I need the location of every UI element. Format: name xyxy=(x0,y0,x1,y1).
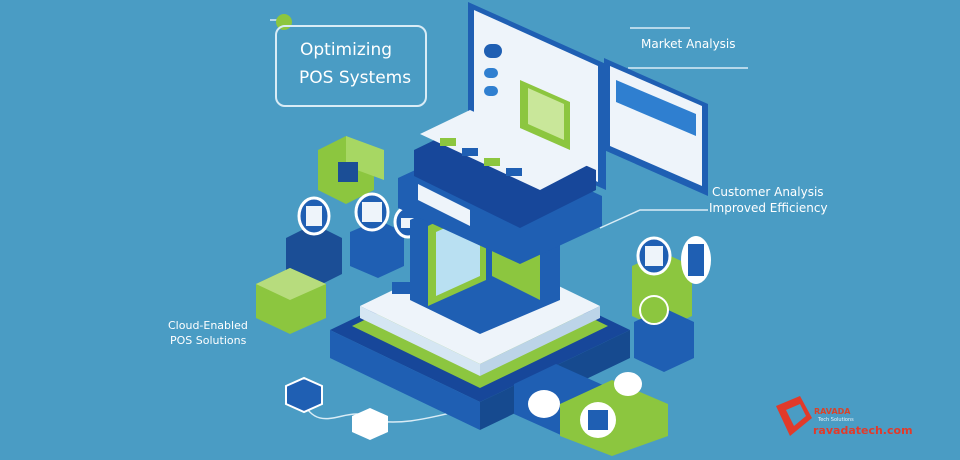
clipboard-icon xyxy=(297,196,331,236)
chart-icon xyxy=(636,236,672,276)
document-icon xyxy=(354,192,390,232)
brand-website-link[interactable]: ravadatech.com xyxy=(813,424,913,437)
brand-tagline: Tech Solutions xyxy=(818,417,854,423)
left-cubes xyxy=(256,136,404,334)
improved-efficiency-label: Improved Efficiency xyxy=(709,201,828,215)
brand-logo xyxy=(776,396,812,436)
grid-icon xyxy=(528,372,642,438)
title-frame xyxy=(275,25,427,107)
pos-solutions-label: POS Solutions xyxy=(170,334,247,347)
tag-icon xyxy=(285,376,388,440)
market-analysis-label: Market Analysis xyxy=(641,37,736,51)
cloud-icon xyxy=(639,295,669,325)
cloud-enabled-label: Cloud-Enabled xyxy=(168,319,248,332)
brand-name: RAVADA xyxy=(814,407,851,416)
page-title-line1: Optimizing xyxy=(300,40,393,60)
market-analysis-panel xyxy=(604,58,708,196)
customer-analysis-label: Customer Analysis xyxy=(712,185,824,199)
mobile-icon xyxy=(681,236,711,284)
page-title-line2: POS Systems xyxy=(299,68,412,88)
pos-top-register xyxy=(398,110,602,264)
